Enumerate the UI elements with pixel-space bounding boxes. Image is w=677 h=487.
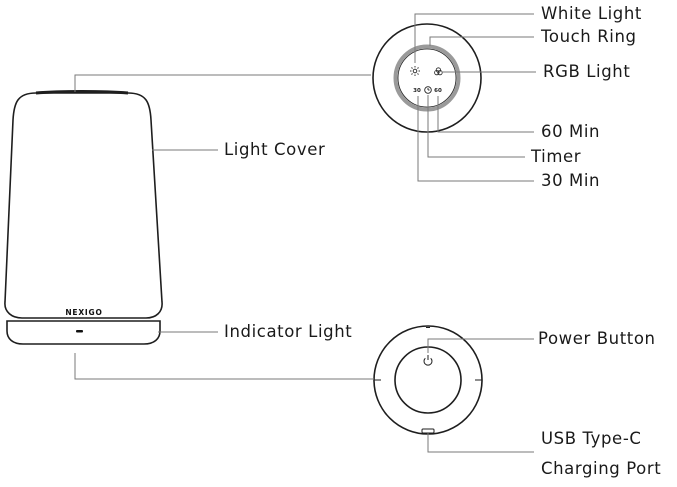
leader-top-panel xyxy=(74,74,371,92)
leader-30-min xyxy=(417,96,534,182)
label-charging-port: Charging Port xyxy=(541,459,661,478)
label-touch-ring: Touch Ring xyxy=(540,27,637,46)
leader-touch-ring xyxy=(429,36,534,46)
leader-usb-port xyxy=(427,433,534,453)
leader-white-light xyxy=(414,13,534,63)
top-panel-inner xyxy=(397,48,457,108)
leader-timer xyxy=(427,95,525,158)
power-icon xyxy=(423,355,433,366)
label-60-min: 60 Min xyxy=(541,122,600,141)
lamp-top-edge xyxy=(35,90,129,95)
light-cover xyxy=(4,92,163,319)
leader-lines xyxy=(74,13,536,453)
label-power-button: Power Button xyxy=(538,329,656,348)
lamp-body: NEXIGO xyxy=(4,90,163,345)
callout-labels: White Light Touch Ring RGB Light 60 Min … xyxy=(224,4,661,478)
top-panel: 30 60 xyxy=(372,23,482,133)
label-white-light: White Light xyxy=(541,4,642,23)
label-light-cover: Light Cover xyxy=(224,140,325,159)
bottom-view xyxy=(373,325,483,435)
clock-icon xyxy=(424,86,432,94)
timer-mark-30: 30 xyxy=(413,88,421,94)
label-30-min: 30 Min xyxy=(541,171,600,190)
label-rgb-light: RGB Light xyxy=(543,62,630,81)
usb-c-port xyxy=(421,428,435,434)
label-timer: Timer xyxy=(530,147,581,166)
label-indicator-light: Indicator Light xyxy=(224,322,352,341)
timer-mark-60: 60 xyxy=(434,88,442,94)
label-usb-type-c: USB Type-C xyxy=(541,429,642,448)
leader-power-button xyxy=(427,338,534,353)
touch-ring xyxy=(393,44,461,112)
sun-icon xyxy=(410,66,420,76)
lamp-base xyxy=(6,320,161,345)
lamp-brand-logo: NEXIGO xyxy=(65,308,102,317)
leader-bottom-view xyxy=(74,353,374,380)
rgb-circles-icon xyxy=(434,67,443,76)
leader-60-min xyxy=(437,96,534,133)
indicator-light-led xyxy=(76,330,83,333)
